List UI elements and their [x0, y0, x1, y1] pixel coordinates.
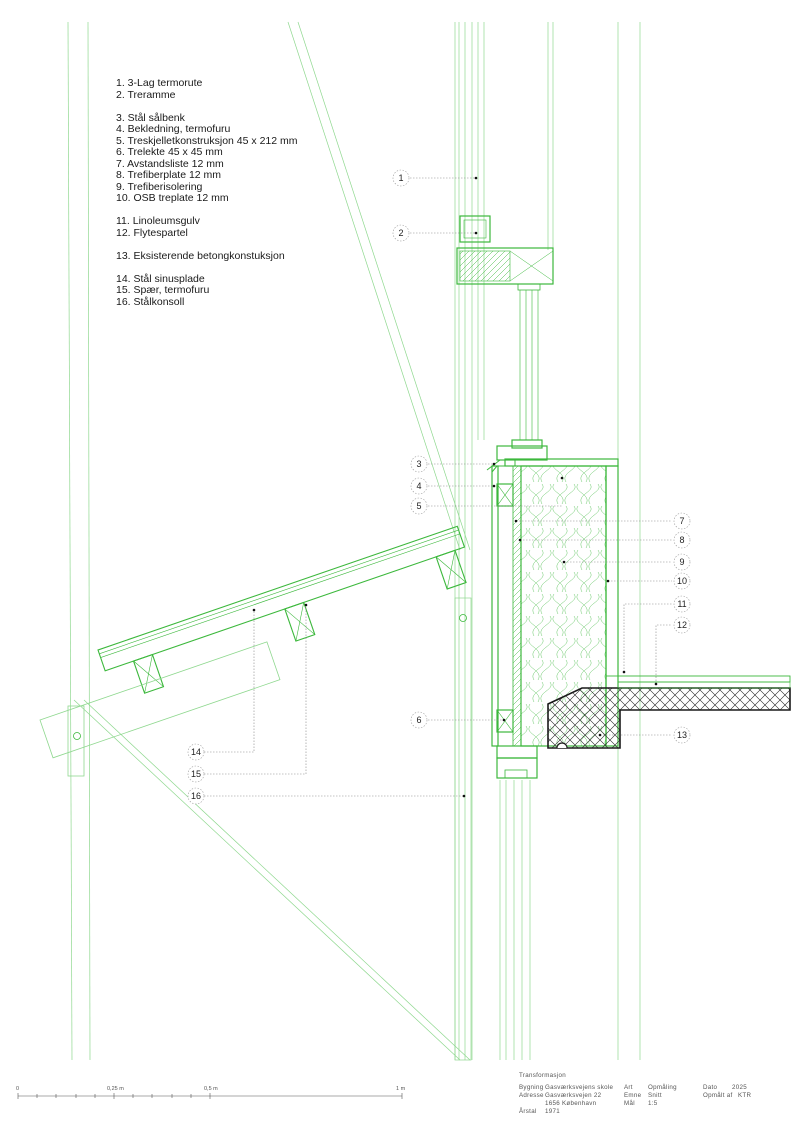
upper-window: [456, 215, 554, 440]
legend-item: 3. Stål sålbenk: [116, 111, 185, 124]
callout-2: 2: [392, 224, 410, 242]
bygning-label: Bygning: [519, 1084, 544, 1091]
legend-item: 14. Stål sinusplade: [116, 272, 205, 285]
legend-item: 13. Eksisterende betongkonstuksjon: [116, 249, 285, 262]
legend-item: 15. Spær, termofuru: [116, 284, 210, 296]
mal-label: Mål: [624, 1100, 635, 1107]
svg-text:1: 1: [398, 173, 403, 183]
title-block-art-values: Opmåling Snitt 1:5: [648, 1084, 677, 1108]
svg-text:5: 5: [416, 501, 421, 511]
svg-text:6: 6: [416, 715, 421, 725]
callout-14: 14: [187, 743, 205, 761]
emne-value: Snitt: [648, 1092, 662, 1099]
legend-item: 16. Stålkonsoll: [116, 295, 185, 308]
adresse-value-2: 1656 København: [545, 1100, 597, 1107]
legend-item: 11. Linoleumsgulv: [116, 215, 200, 227]
legend-item: 9. Trefiberisolering: [116, 180, 203, 193]
legend-item: 12. Flytespartel: [116, 226, 188, 239]
scale-label-05: 0,5 m: [204, 1086, 218, 1092]
adresse-label: Adresse: [519, 1092, 544, 1099]
svg-text:15: 15: [191, 769, 201, 779]
legend-item: 4. Bekledning, termofuru: [116, 123, 231, 135]
callout-13: 13: [673, 726, 691, 744]
scale-bar: [17, 1093, 403, 1099]
legend-item: 7. Avstandsliste 12 mm: [116, 157, 224, 170]
scale-label-025: 0,25 m: [107, 1086, 124, 1092]
emne-label: Emne: [624, 1092, 642, 1099]
legend-item: 6. Trelekte 45 x 45 mm: [116, 146, 223, 158]
callout-12: 12: [673, 616, 691, 634]
title-block-date-labels: Dato Opmålt af: [703, 1084, 733, 1100]
title-block-art-labels: Art Emne Mål: [624, 1084, 641, 1108]
callout-5: 5: [410, 497, 428, 515]
title-block-date-values: 2025 KTR: [732, 1084, 751, 1100]
dato-value: 2025: [732, 1084, 747, 1091]
legend-item: 2. Treramme: [116, 88, 176, 101]
scale-label-0: 0: [16, 1086, 20, 1092]
callout-bubbles: 1 2 3 4 5 6 7 8 9 10 11 12 13 14 15 16: [187, 169, 691, 805]
svg-text:8: 8: [679, 535, 684, 545]
legend-item: 1. 3-Lag termorute: [116, 77, 203, 89]
title-block-labels: Bygning Adresse Årstal: [519, 1084, 544, 1116]
callout-15: 15: [187, 765, 205, 783]
roof-section: [39, 525, 467, 777]
aarstal-label: Årstal: [519, 1108, 537, 1115]
svg-text:10: 10: [677, 576, 687, 586]
callout-1: 1: [392, 169, 410, 187]
svg-text:9: 9: [679, 557, 684, 567]
mal-value: 1:5: [648, 1100, 658, 1107]
adresse-value-1: Gasværksvejen 22: [545, 1092, 602, 1099]
callout-7: 7: [673, 512, 691, 530]
callout-16: 16: [187, 787, 205, 805]
svg-text:4: 4: [416, 481, 421, 491]
svg-text:12: 12: [677, 620, 687, 630]
scale-label-1: 1 m: [396, 1086, 406, 1092]
legend-item: 5. Treskjelletkonstruksjon 45 x 212 mm: [116, 134, 298, 147]
dato-label: Dato: [703, 1084, 718, 1091]
leader-lines: [204, 177, 672, 797]
concrete-slab: [547, 675, 791, 749]
legend-item: 10. OSB treplate 12 mm: [116, 192, 229, 204]
callout-9: 9: [673, 553, 691, 571]
svg-text:13: 13: [677, 730, 687, 740]
callout-6: 6: [410, 711, 428, 729]
leader-dots: [252, 176, 658, 798]
art-label: Art: [624, 1084, 633, 1091]
title-block-project: Transformasjon: [519, 1072, 566, 1080]
legend-item: 8. Trefiberplate 12 mm: [116, 169, 222, 181]
callout-11: 11: [673, 595, 691, 613]
background-lines: [67, 21, 641, 1061]
title-block-values: Gasværksvejens skole Gasværksvejen 22 16…: [545, 1084, 613, 1116]
project-name: Transformasjon: [519, 1072, 566, 1079]
opmalt-label: Opmålt af: [703, 1092, 733, 1099]
aarstal-value: 1971: [545, 1108, 560, 1115]
svg-text:14: 14: [191, 747, 201, 757]
legend-group: 13. Eksisterende betongkonstuksjon: [116, 249, 298, 263]
svg-text:2: 2: [398, 228, 403, 238]
svg-text:3: 3: [416, 459, 421, 469]
callout-10: 10: [673, 572, 691, 590]
svg-text:7: 7: [679, 516, 684, 526]
svg-text:16: 16: [191, 791, 201, 801]
callout-3: 3: [410, 455, 428, 473]
art-value: Opmåling: [648, 1084, 677, 1091]
callout-4: 4: [410, 477, 428, 495]
callout-8: 8: [673, 531, 691, 549]
bygning-value: Gasværksvejens skole: [545, 1084, 614, 1091]
opmalt-value: KTR: [738, 1092, 752, 1099]
svg-text:11: 11: [677, 599, 686, 609]
